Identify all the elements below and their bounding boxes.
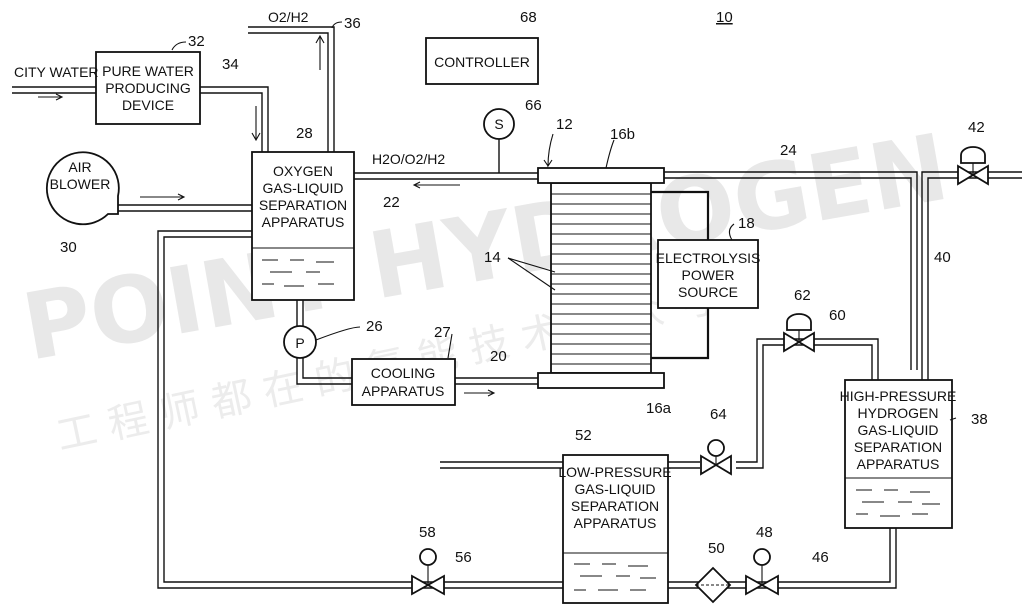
ref-22: 22	[383, 194, 400, 211]
air-line	[118, 193, 252, 212]
ref-56: 56	[455, 549, 472, 566]
pipe-46	[668, 528, 897, 589]
hp-sep-line-5: APPARATUS	[857, 456, 940, 472]
stack-cells	[551, 193, 651, 365]
ref-46: 46	[812, 549, 829, 566]
pipe-60	[736, 338, 879, 469]
lp-sep-line-3: SEPARATION	[571, 498, 659, 514]
lp-sep-line-4: APPARATUS	[574, 515, 657, 531]
ref-68: 68	[520, 9, 537, 26]
cooling-line-1: COOLING	[371, 365, 436, 381]
ref-58: 58	[419, 524, 436, 541]
high-pressure-separator: HIGH-PRESSURE HYDROGEN GAS-LIQUID SEPARA…	[840, 379, 957, 529]
city-water-label: CITY WATER	[14, 64, 99, 80]
ref-16a: 16a	[646, 400, 672, 417]
power-line-2: POWER	[682, 267, 735, 283]
pipe-24	[664, 171, 918, 370]
ref-64: 64	[710, 406, 727, 423]
oxygen-separator: OXYGEN GAS-LIQUID SEPARATION APPARATUS	[251, 151, 355, 301]
cooling-apparatus: COOLING APPARATUS	[351, 358, 456, 406]
oxygen-sep-line-2: GAS-LIQUID	[263, 180, 344, 196]
air-blower-line-1: AIR	[68, 159, 91, 175]
electrolysis-stack	[537, 167, 665, 389]
pipe-36	[248, 26, 335, 152]
power-line-3: SOURCE	[678, 284, 738, 300]
low-pressure-separator: LOW-PRESSURE GAS-LIQUID SEPARATION APPAR…	[558, 454, 672, 604]
electrolysis-power-source: ELECTROLYSIS POWER SOURCE	[656, 239, 761, 309]
pure-water-device: PURE WATER PRODUCING DEVICE	[95, 51, 201, 125]
sensor-symbol: S	[494, 116, 503, 132]
valve-62	[783, 313, 815, 353]
pipe-34	[200, 86, 269, 152]
ref-24: 24	[780, 142, 797, 159]
filter-50	[694, 566, 732, 604]
cooling-line-2: APPARATUS	[362, 383, 445, 399]
controller-box: CONTROLLER	[425, 37, 539, 85]
valve-48	[745, 548, 779, 596]
ref-60: 60	[829, 307, 846, 324]
ref-30: 30	[60, 239, 77, 256]
o2-h2-vent-label: O2/H2	[268, 9, 309, 25]
oxygen-sep-line-4: APPARATUS	[262, 214, 345, 230]
pipe-56	[157, 230, 563, 589]
pump-symbol: P	[295, 335, 304, 351]
pump: P	[283, 325, 317, 359]
ref-66: 66	[525, 97, 542, 114]
ref-27: 27	[434, 324, 451, 341]
pipe-20	[296, 300, 538, 397]
hp-sep-line-3: GAS-LIQUID	[858, 422, 939, 438]
air-blower-line-2: BLOWER	[50, 176, 111, 192]
city-water-line	[12, 86, 96, 101]
ref-34: 34	[222, 56, 239, 73]
lp-sep-line-1: LOW-PRESSURE	[558, 464, 671, 480]
ref-50: 50	[708, 540, 725, 557]
ref-38: 38	[971, 411, 988, 428]
oxygen-sep-line-1: OXYGEN	[273, 163, 333, 179]
ref-16b: 16b	[610, 126, 635, 143]
power-line-1: ELECTROLYSIS	[656, 250, 761, 266]
controller-label: CONTROLLER	[434, 54, 530, 70]
ref-36: 36	[344, 15, 361, 32]
valve-58	[411, 548, 445, 596]
ref-10: 10	[716, 9, 733, 26]
air-blower: AIR BLOWER	[45, 151, 120, 226]
reference-numbers: 10 68 32 36 34 28 30 66 12 16b 24 42 22 …	[60, 9, 988, 566]
oxygen-sep-line-3: SEPARATION	[259, 197, 347, 213]
ref-62: 62	[794, 287, 811, 304]
ref-20: 20	[490, 348, 507, 365]
ref-52: 52	[575, 427, 592, 444]
h2o-o2-h2-label: H2O/O2/H2	[372, 151, 445, 167]
ref-42: 42	[968, 119, 985, 136]
valve-64	[700, 439, 732, 476]
valve-42	[957, 146, 989, 186]
pure-water-line-1: PURE WATER	[102, 63, 194, 79]
pure-water-line-3: DEVICE	[122, 97, 174, 113]
ref-48: 48	[756, 524, 773, 541]
ref-12: 12	[556, 116, 573, 133]
ref-26: 26	[366, 318, 383, 335]
hp-sep-line-1: HIGH-PRESSURE	[840, 388, 957, 404]
leader-lines	[171, 21, 957, 421]
pipe-22	[354, 172, 538, 189]
lp-sep-line-2: GAS-LIQUID	[575, 481, 656, 497]
power-wires	[651, 190, 710, 360]
ref-28: 28	[296, 125, 313, 142]
sensor: S	[483, 108, 515, 140]
ref-18: 18	[738, 215, 755, 232]
pure-water-line-2: PRODUCING	[105, 80, 191, 96]
watermark: POINT HYDROGEN 工 程 师 都 在 的 氢 能 技 术 公 众 号	[15, 114, 955, 460]
hp-sep-line-2: HYDROGEN	[858, 405, 939, 421]
hp-sep-line-4: SEPARATION	[854, 439, 942, 455]
ref-40: 40	[934, 249, 951, 266]
ref-14: 14	[484, 249, 501, 266]
pipe-lp-inlet	[440, 461, 700, 469]
ref-32: 32	[188, 33, 205, 50]
